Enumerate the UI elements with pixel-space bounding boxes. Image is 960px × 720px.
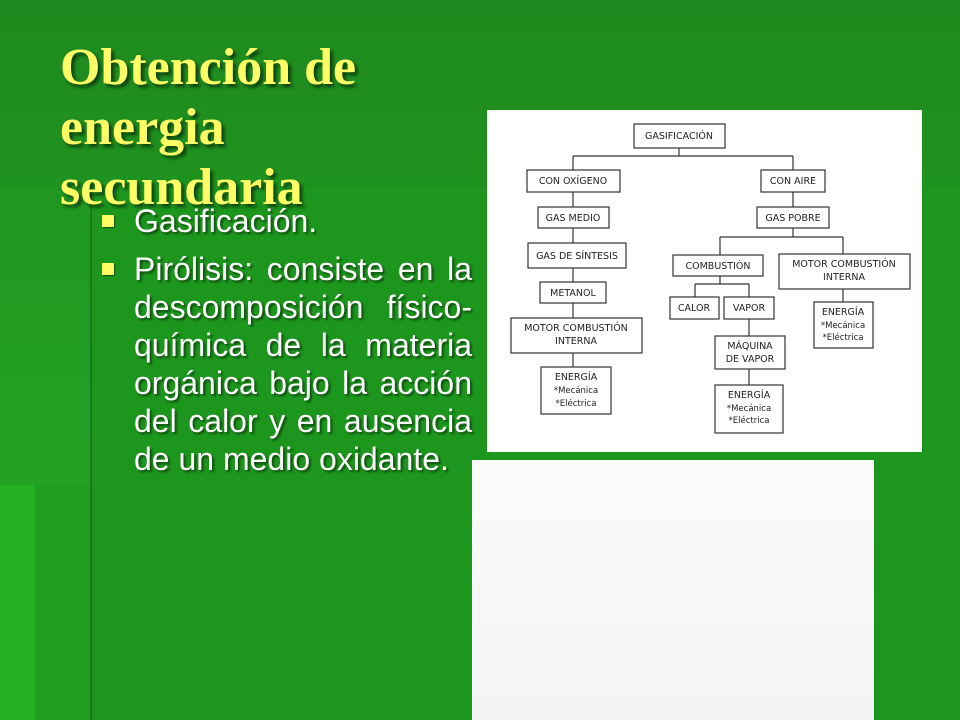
slide-title: Obtención de energia secundaria — [60, 39, 357, 216]
flow-node-motor-left: MOTOR COMBUSTIÓN INTERNA — [510, 317, 643, 354]
flow-node-con-aire: CON AIRE — [760, 169, 826, 193]
node-label: *Mecánica — [727, 404, 771, 414]
node-label: MÁQUINA — [727, 340, 773, 352]
flowchart-connectors — [572, 148, 844, 385]
node-label: DE VAPOR — [726, 354, 775, 365]
node-label: CON OXÍGENO — [539, 175, 607, 187]
flow-node-energia-right: ENERGÍA *Mecánica *Eléctrica — [813, 301, 874, 349]
flow-node-calor: CALOR — [669, 296, 720, 320]
node-label: INTERNA — [823, 272, 865, 283]
node-label: *Eléctrica — [823, 332, 864, 343]
flow-node-energia-left: ENERGÍA *Mecánica *Eléctrica — [540, 366, 612, 415]
node-label: ENERGÍA — [728, 389, 771, 401]
flow-node-vapor: VAPOR — [723, 296, 775, 320]
node-label: *Mecánica — [821, 321, 865, 331]
node-label: GAS POBRE — [765, 213, 820, 224]
node-label: CON AIRE — [770, 176, 816, 187]
flow-node-con-oxigeno: CON OXÍGENO — [526, 169, 621, 193]
node-label: METANOL — [550, 288, 596, 299]
node-label: *Mecánica — [554, 386, 598, 396]
flow-node-gas-medio: GAS MEDIO — [537, 206, 610, 229]
node-label: MOTOR COMBUSTIÓN — [792, 258, 896, 270]
pyrolysis-process-illustration — [472, 460, 874, 720]
node-label: GASIFICACIÓN — [645, 130, 713, 142]
gasification-flowchart: GASIFICACIÓN CON OXÍGENO CON AIRE GAS ME… — [487, 110, 922, 452]
node-label: *Eléctrica — [729, 415, 770, 426]
node-label: GAS DE SÍNTESIS — [536, 250, 618, 262]
bullet-list: Gasificación. Pirólisis: consiste en la … — [100, 202, 472, 488]
flow-node-energia-mid: ENERGÍA *Mecánica *Eléctrica — [714, 384, 784, 434]
flow-node-combustion: COMBUSTIÓN — [672, 254, 764, 277]
flow-node-gas-pobre: GAS POBRE — [756, 206, 830, 229]
flow-node-maquina-vapor: MÁQUINA DE VAPOR — [714, 335, 786, 370]
square-bullet-icon — [102, 263, 114, 275]
node-label: VAPOR — [733, 303, 766, 314]
bullet-text: Gasificación. — [134, 203, 318, 239]
node-label: GAS MEDIO — [546, 213, 601, 224]
bullet-item: Pirólisis: consiste en la descomposición… — [100, 250, 472, 478]
node-label: *Eléctrica — [556, 398, 597, 409]
node-label: ENERGÍA — [555, 371, 598, 383]
node-label: MOTOR COMBUSTIÓN — [524, 322, 628, 334]
node-label: INTERNA — [555, 336, 597, 347]
square-bullet-icon — [102, 215, 114, 227]
node-label: ENERGÍA — [822, 306, 865, 318]
bullet-item: Gasificación. — [100, 202, 472, 240]
bullet-text: Pirólisis: consiste en la descomposición… — [134, 251, 472, 477]
flow-node-gas-sintesis: GAS DE SÍNTESIS — [527, 242, 627, 269]
flow-node-gasificacion: GASIFICACIÓN — [633, 123, 726, 149]
flow-node-metanol: METANOL — [539, 281, 607, 304]
flow-node-motor-right: MOTOR COMBUSTIÓN INTERNA — [778, 253, 911, 290]
node-label: COMBUSTIÓN — [686, 260, 751, 272]
node-label: CALOR — [678, 303, 711, 314]
